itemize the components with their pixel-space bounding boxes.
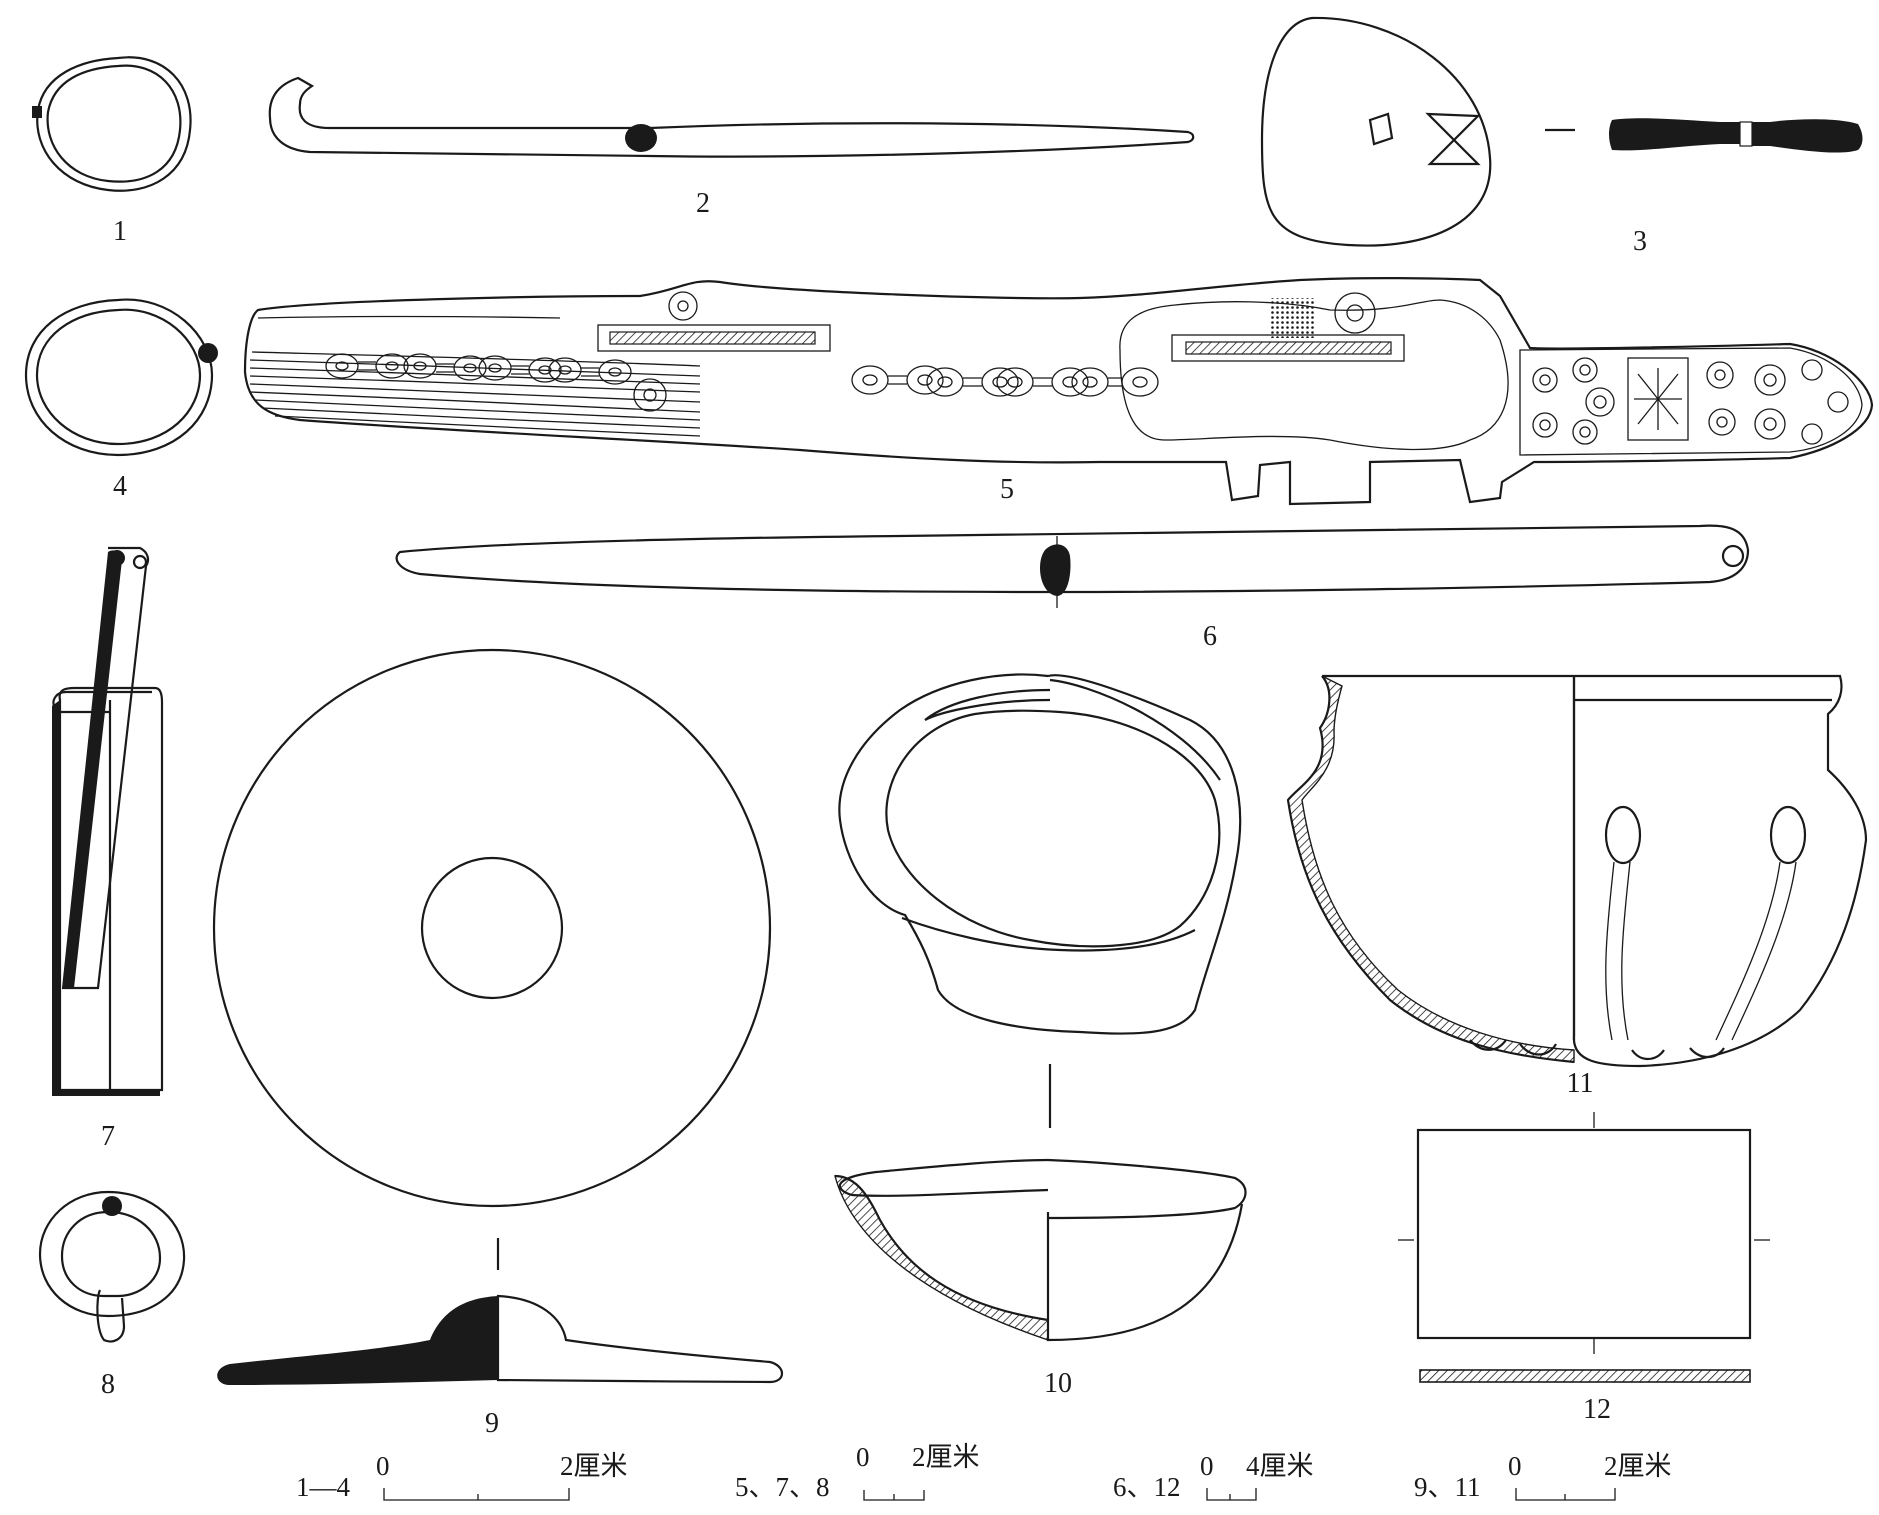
label-11: 11 xyxy=(1567,1068,1594,1099)
artifact-8-ring-pendant xyxy=(38,1190,186,1343)
svg-text:0: 0 xyxy=(856,1442,870,1472)
svg-text:4厘米: 4厘米 xyxy=(1246,1451,1314,1481)
scale-bar-1-4: 1—4 0 2厘米 xyxy=(296,1451,628,1502)
artifact-3-disk xyxy=(1260,16,1863,247)
artifact-11-pot xyxy=(1286,674,1868,1068)
label-8: 8 xyxy=(101,1369,115,1400)
label-1: 1 xyxy=(113,216,127,247)
label-7: 7 xyxy=(101,1121,115,1152)
svg-text:2厘米: 2厘米 xyxy=(1604,1451,1672,1481)
artifact-4-ring xyxy=(24,298,218,457)
artifact-6-blade xyxy=(395,524,1750,608)
scale-bar-9-11: 9、11 0 2厘米 xyxy=(1414,1451,1672,1502)
svg-text:0: 0 xyxy=(1508,1451,1522,1481)
label-4: 4 xyxy=(113,471,127,502)
label-9: 9 xyxy=(485,1408,499,1439)
artifact-1-ring xyxy=(32,56,192,192)
label-5: 5 xyxy=(1000,474,1014,505)
artifact-10-bowl xyxy=(834,673,1247,1342)
label-2: 2 xyxy=(696,188,710,219)
artifact-12-plaque xyxy=(1398,1112,1770,1383)
artifact-2-hook-awl xyxy=(268,76,1195,158)
artifact-5-sheathed-sword xyxy=(243,277,1874,506)
svg-text:0: 0 xyxy=(376,1451,390,1481)
label-12: 12 xyxy=(1583,1394,1611,1425)
artifact-9-disc xyxy=(212,648,784,1385)
label-10: 10 xyxy=(1044,1368,1072,1399)
label-6: 6 xyxy=(1203,621,1217,652)
scale-bar-5-7-8: 5、7、8 0 2厘米 xyxy=(735,1442,980,1502)
label-3: 3 xyxy=(1633,226,1647,257)
svg-text:2厘米: 2厘米 xyxy=(560,1451,628,1481)
artifact-7-hook-object xyxy=(52,546,164,1096)
svg-text:6、12: 6、12 xyxy=(1113,1472,1181,1502)
svg-text:1—4: 1—4 xyxy=(296,1472,351,1502)
svg-text:9、11: 9、11 xyxy=(1414,1472,1481,1502)
svg-text:5、7、8: 5、7、8 xyxy=(735,1472,830,1502)
svg-text:2厘米: 2厘米 xyxy=(912,1442,980,1472)
svg-text:0: 0 xyxy=(1200,1451,1214,1481)
scale-bar-6-12: 6、12 0 4厘米 xyxy=(1113,1451,1314,1502)
